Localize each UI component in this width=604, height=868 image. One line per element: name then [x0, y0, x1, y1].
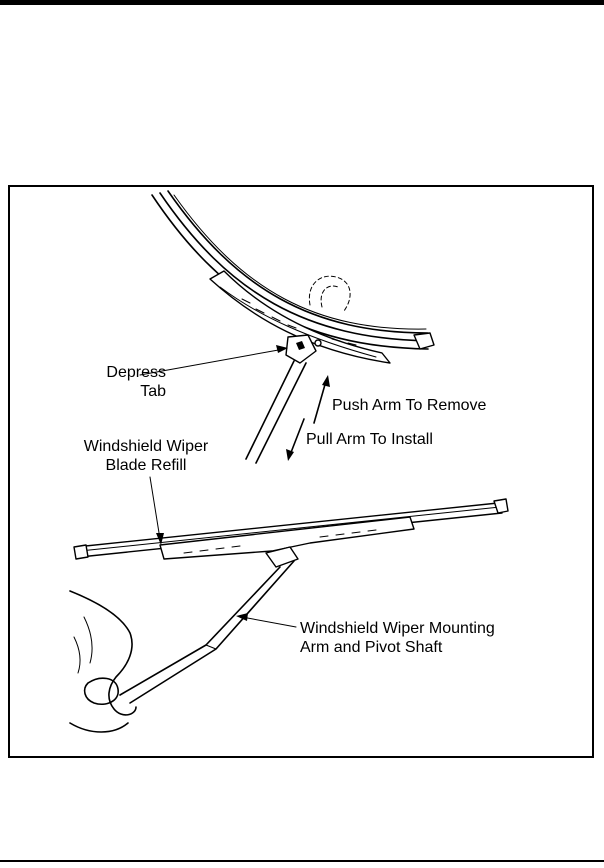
mounting-arm-line-1: Windshield Wiper Mounting	[300, 620, 495, 637]
blade-refill-line-2: Blade Refill	[105, 457, 187, 474]
pull-arm-label: Pull Arm To Install	[306, 431, 433, 448]
bottom-rule	[0, 860, 604, 862]
figure-frame: Depress Tab Push Arm To Remove Pull Arm …	[8, 185, 594, 758]
depress-tab-line-1: Depress	[106, 364, 166, 381]
top-rule	[0, 0, 604, 5]
blade-refill-leader	[149, 476, 161, 540]
mounting-arm-line-2: Arm and Pivot Shaft	[300, 639, 443, 656]
depress-tab-leader	[139, 348, 285, 376]
wiper-blade-diagram	[69, 190, 509, 733]
depress-tab-label: Depress Tab	[76, 363, 166, 401]
blade-refill-label: Windshield Wiper Blade Refill	[62, 437, 230, 475]
mounting-arm-label: Windshield Wiper Mounting Arm and Pivot …	[300, 619, 495, 657]
mounting-arm-leader	[241, 616, 297, 628]
push-arm-label: Push Arm To Remove	[332, 397, 487, 414]
blade-refill-line-1: Windshield Wiper	[83, 438, 209, 455]
top-wiper-blade	[151, 190, 435, 464]
depress-tab-line-2: Tab	[140, 383, 166, 400]
bottom-wiper-blade	[69, 498, 509, 733]
